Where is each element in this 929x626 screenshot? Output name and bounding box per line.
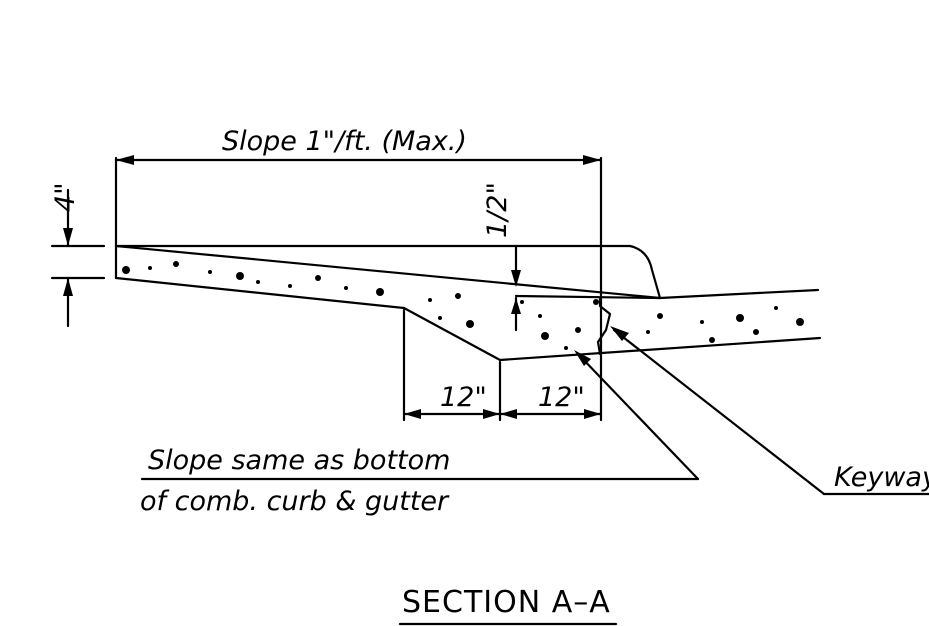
dim-12-left-label: 12" <box>440 382 487 413</box>
depth-dimension <box>50 188 106 328</box>
section-title: SECTION A–A <box>402 585 611 620</box>
note-line-2: of comb. curb & gutter <box>140 486 449 517</box>
dim-12-right-label: 12" <box>538 382 585 413</box>
slab-outline <box>114 244 822 362</box>
half-inch-dimension <box>511 244 521 332</box>
bottom-dimensions <box>402 308 603 422</box>
aggregate-texture <box>122 261 804 350</box>
note-leader <box>140 350 700 481</box>
keyway-label: Keyway <box>834 462 929 493</box>
slope-label: Slope 1"/ft. (Max.) <box>222 126 467 157</box>
slope-dimension <box>114 155 603 422</box>
half-inch-label: 1/2" <box>482 182 513 238</box>
note-line-1: Slope same as bottom <box>148 445 451 476</box>
keyway-leader <box>610 326 929 496</box>
depth-4-label: 4" <box>50 182 81 212</box>
